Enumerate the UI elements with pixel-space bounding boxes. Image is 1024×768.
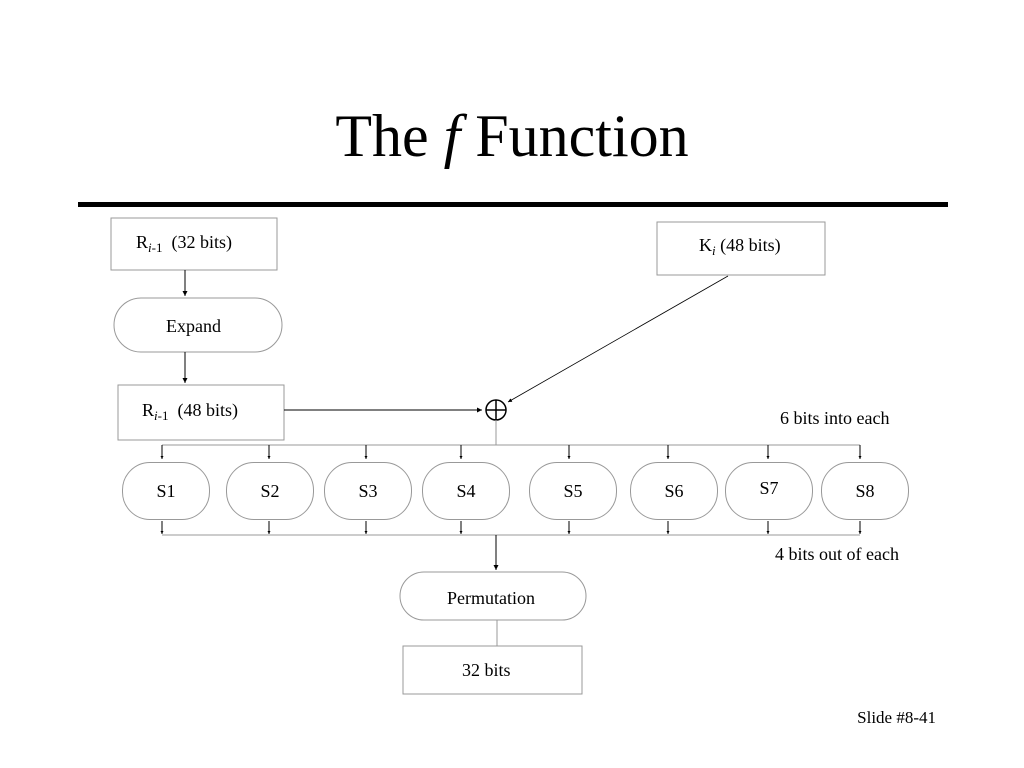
arrow-key-to-xor xyxy=(507,275,729,403)
sbox-s8: S8 xyxy=(821,462,909,520)
title-f: f xyxy=(443,103,461,169)
slide-title: The f Function xyxy=(0,96,1024,176)
expand-label: Expand xyxy=(166,316,221,336)
title-rule xyxy=(78,202,948,207)
into-note: 6 bits into each xyxy=(780,408,890,428)
sbox-s7: S7 xyxy=(725,462,813,520)
input-ticks xyxy=(160,445,862,459)
r-exp-label: Ri-1 (48 bits) xyxy=(142,400,238,423)
sbox-s3: S3 xyxy=(324,462,412,520)
sbox-s1: S1 xyxy=(122,462,210,520)
slide-number: Slide #8-41 xyxy=(857,708,936,727)
permutation-label: Permutation xyxy=(447,588,535,608)
title-function: Function xyxy=(475,103,689,169)
key-box xyxy=(656,221,826,276)
r-exp-box xyxy=(117,384,285,441)
sbox-s4: S4 xyxy=(422,462,510,520)
output-ticks xyxy=(160,521,862,534)
expand-box xyxy=(113,297,283,353)
output-box xyxy=(402,645,583,695)
permutation-box xyxy=(399,571,587,621)
r-in-box xyxy=(110,217,278,271)
sbox-s6: S6 xyxy=(630,462,718,520)
sbox-s2: S2 xyxy=(226,462,314,520)
r-in-label: Ri-1 (32 bits) xyxy=(136,232,232,255)
key-label: Ki (48 bits) xyxy=(699,235,781,258)
output-label: 32 bits xyxy=(462,660,511,680)
out-note: 4 bits out of each xyxy=(775,544,899,564)
title-the: The xyxy=(335,103,429,169)
sbox-s5: S5 xyxy=(529,462,617,520)
